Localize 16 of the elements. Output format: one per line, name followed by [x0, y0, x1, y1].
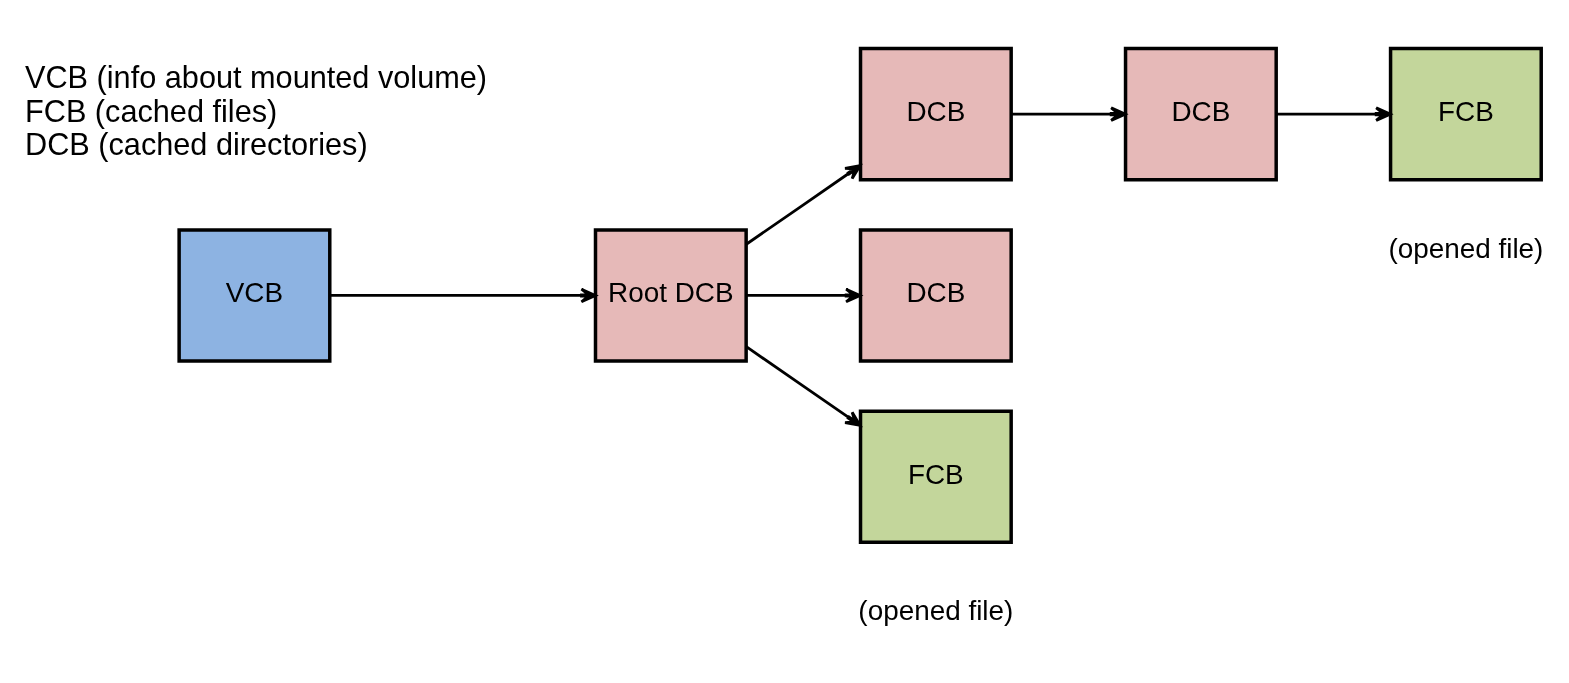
arrow — [745, 345, 862, 427]
arrow — [746, 287, 862, 304]
node-box: Root DCB — [593, 228, 748, 363]
arrow — [1011, 106, 1127, 122]
arrow — [329, 287, 597, 304]
label: VCB (info about mounted volume) — [25, 60, 488, 96]
node-box: FCB — [1388, 46, 1543, 182]
arrow — [745, 164, 862, 246]
node-box: DCB — [1123, 46, 1278, 182]
arrow — [1276, 106, 1392, 122]
node-label: (opened file) — [858, 595, 1014, 627]
node-box: FCB — [858, 409, 1013, 545]
node-box: DCB — [858, 46, 1013, 182]
node-box: VCB — [177, 228, 332, 363]
node-box: DCB — [858, 228, 1013, 363]
node-label: (opened file) — [1388, 232, 1544, 264]
